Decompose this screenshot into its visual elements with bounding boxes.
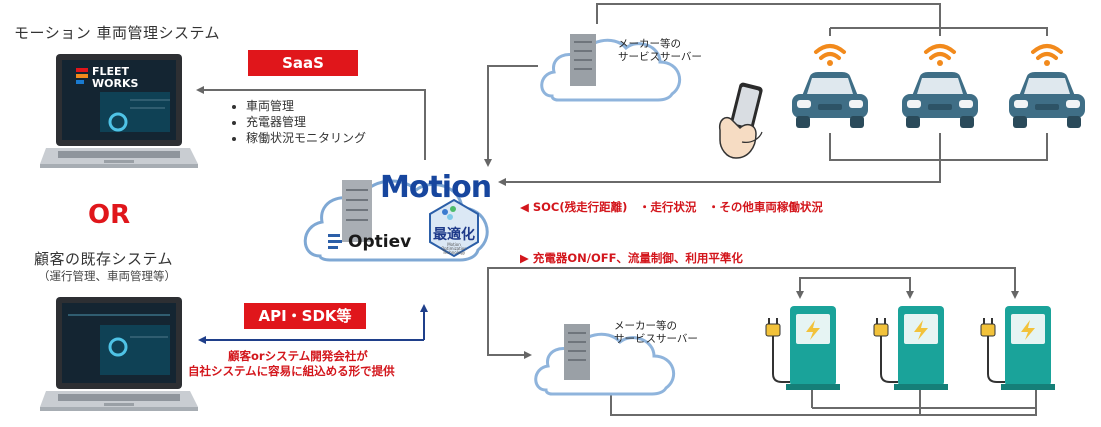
smartphone-hand [712,82,776,162]
charger-icon [980,306,1055,390]
server-label-top-1: メーカー等の [618,38,681,50]
works-text: WORKS [92,77,139,90]
saas-badge: SaaS [248,50,358,76]
server-cloud-icon [534,324,676,396]
motion-logo: Motion [380,170,492,205]
ev-car-3 [1003,36,1091,134]
saitekika-logo: 最適化 [433,227,475,243]
connected-car-icon [902,44,978,128]
api-note-line1: 顧客orシステム開発会社が [228,349,368,363]
motion-cloud: Motion Optiev 最適化 Motion Optimization Te… [300,160,500,272]
motion-tech-line1: Motion [447,242,461,247]
ev-car-2 [896,36,984,134]
ev-car-1 [786,36,874,134]
ev-charger-1 [760,304,844,392]
optiev-logo: Optiev [348,232,412,252]
charger-control-text: ▶ 充電器ON/OFF、流量制御、利用平準化 [520,251,743,265]
manufacturer-server-top [538,22,688,104]
feature-item: 充電器管理 [246,114,366,130]
api-sdk-badge: API・SDK等 [244,303,366,329]
charger-icon [765,306,840,390]
feature-list: 車両管理 充電器管理 稼働状況モニタリング [232,98,366,146]
server-cloud-icon [540,34,682,102]
charger-icon [873,306,948,390]
motion-system-title: モーション 車両管理システム [14,24,221,42]
laptop-fleetworks: FLEET WORKS [40,52,200,174]
smartphone-icon [718,82,763,159]
laptop-icon [40,297,198,411]
fleet-text: FLEET [92,65,130,78]
server-label-bottom-1: メーカー等の [614,320,677,332]
cloud-icon [303,179,489,262]
laptop-icon [40,54,198,168]
motion-tech-line3: Technology [442,250,466,255]
feature-item: 車両管理 [246,98,366,114]
soc-info-text: ◀ SOC(残走行距離) ・走行状況 ・その他車両稼働状況 [520,200,823,214]
or-label: OR [88,200,131,230]
connected-car-icon [792,44,868,128]
connected-car-icon [1009,44,1085,128]
existing-system-title: 顧客の既存システム [34,250,174,268]
ev-charger-2 [868,304,952,392]
ev-charger-3 [975,304,1059,392]
existing-system-subtitle: （運行管理、車両管理等） [38,269,176,283]
motion-tech-line2: Optimization [441,246,467,251]
api-note-line2: 自社システムに容易に組込める形で提供 [188,364,395,378]
laptop-existing [40,295,200,417]
server-label-top-2: サービスサーバー [618,51,702,63]
manufacturer-server-bottom [532,316,682,398]
feature-item: 稼働状況モニタリング [246,130,366,146]
server-label-bottom-2: サービスサーバー [614,333,698,345]
